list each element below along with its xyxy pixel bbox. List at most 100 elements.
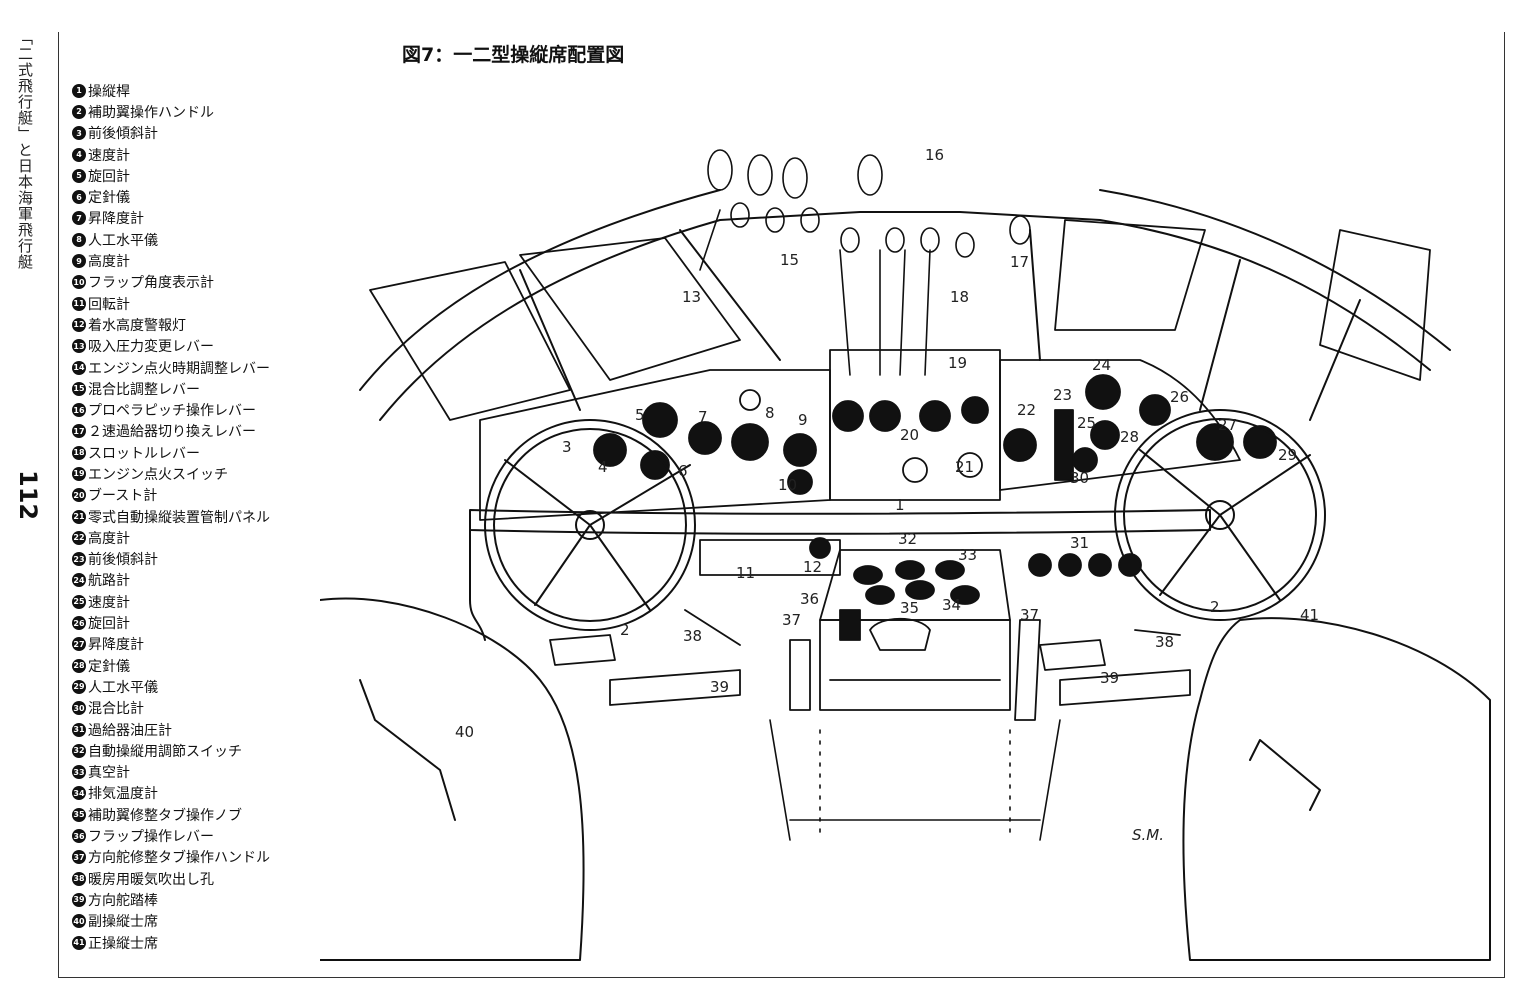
legend-number-badge: 24 <box>72 573 86 588</box>
legend-label: 真空計 <box>88 765 130 782</box>
callout-12: 12 <box>803 558 822 576</box>
callout-6: 6 <box>678 462 688 480</box>
legend-number-badge: 29 <box>72 679 86 694</box>
cockpit-windows <box>369 219 1431 421</box>
legend-label: スロットルレバー <box>88 445 200 462</box>
callout-10: 10 <box>778 476 797 494</box>
legend-label: 速度計 <box>88 147 130 164</box>
legend-number-badge: 15 <box>72 381 86 396</box>
legend-number-badge: 3 <box>72 126 86 141</box>
legend-label: フラップ操作レバー <box>88 829 214 846</box>
callout-25: 25 <box>1077 414 1096 432</box>
legend-number-badge: 36 <box>72 829 86 844</box>
book-title: 「二式飛行艇」と日本海軍飛行艇 <box>16 30 34 270</box>
legend-number-badge: 32 <box>72 743 86 758</box>
legend-number-badge: 40 <box>72 914 86 929</box>
callout-34: 34 <box>942 596 961 614</box>
legend-label: 昇降度計 <box>88 211 144 228</box>
callout-18: 18 <box>950 288 969 306</box>
overhead-levers <box>699 149 1031 376</box>
control-yokes <box>484 409 1326 631</box>
cockpit-drawing: 1 2 2 3 4 5 6 7 8 9 10 11 12 13 14 15 16… <box>320 120 1491 961</box>
legend-label: 前後傾斜計 <box>88 552 158 569</box>
center-pedestal <box>699 537 1142 721</box>
legend-number-badge: 33 <box>72 765 86 780</box>
callout-37a: 37 <box>782 611 801 629</box>
legend-number-badge: 27 <box>72 637 86 652</box>
callout-29: 29 <box>1278 446 1297 464</box>
canopy-frame <box>359 189 1451 421</box>
legend-number-badge: 37 <box>72 850 86 865</box>
callout-2b: 2 <box>1210 598 1220 616</box>
callout-17: 17 <box>1010 253 1029 271</box>
legend-label: エンジン点火スイッチ <box>88 466 228 483</box>
legend-label: 着水高度警報灯 <box>88 317 186 334</box>
legend-number-badge: 28 <box>72 658 86 673</box>
legend-label: 補助翼操作ハンドル <box>88 104 214 121</box>
callout-36: 36 <box>800 590 819 608</box>
callout-26: 26 <box>1170 388 1189 406</box>
legend-number-badge: 18 <box>72 445 86 460</box>
legend-label: 操縦桿 <box>88 83 130 100</box>
callout-14: 14 <box>790 120 809 124</box>
legend-number-badge: 10 <box>72 275 86 290</box>
legend-number-badge: 23 <box>72 552 86 567</box>
legend-number-badge: 7 <box>72 211 86 226</box>
legend-number-badge: 25 <box>72 594 86 609</box>
callout-3: 3 <box>562 438 572 456</box>
legend-number-badge: 9 <box>72 254 86 269</box>
callout-13: 13 <box>682 288 701 306</box>
callout-11: 11 <box>736 564 755 582</box>
legend-number-badge: 6 <box>72 190 86 205</box>
callout-15: 15 <box>780 251 799 269</box>
callout-39b: 39 <box>1100 669 1119 687</box>
callout-7: 7 <box>698 408 708 426</box>
callout-9: 9 <box>798 411 808 429</box>
legend-number-badge: 20 <box>72 488 86 503</box>
callout-1: 1 <box>895 496 905 514</box>
callout-5: 5 <box>635 406 645 424</box>
callout-35: 35 <box>900 599 919 617</box>
callout-32: 32 <box>898 530 917 548</box>
page-frame <box>58 32 1505 978</box>
legend-label: 方向舵修整タブ操作ハンドル <box>88 850 270 867</box>
callout-21: 21 <box>955 458 974 476</box>
legend-number-badge: 39 <box>72 892 86 907</box>
legend-number-badge: 38 <box>72 871 86 886</box>
legend-number-badge: 30 <box>72 701 86 716</box>
legend-label: 速度計 <box>88 594 130 611</box>
callout-40: 40 <box>455 723 474 741</box>
callout-41: 41 <box>1300 606 1319 624</box>
legend-number-badge: 21 <box>72 509 86 524</box>
legend-label: ブースト計 <box>88 488 158 505</box>
legend-label: 回転計 <box>88 296 130 313</box>
legend-label: 過給器油圧計 <box>88 722 172 739</box>
legend-number-badge: 8 <box>72 232 86 247</box>
legend-label: ２速過給器切り換えレバー <box>88 424 256 441</box>
legend-label: 高度計 <box>88 530 130 547</box>
legend-number-badge: 34 <box>72 786 86 801</box>
legend-number-badge: 12 <box>72 317 86 332</box>
legend-label: 昇降度計 <box>88 637 144 654</box>
legend-label: 旋回計 <box>88 168 130 185</box>
callout-30: 30 <box>1070 469 1089 487</box>
legend-label: エンジン点火時期調整レバー <box>88 360 270 377</box>
legend-number-badge: 17 <box>72 424 86 439</box>
